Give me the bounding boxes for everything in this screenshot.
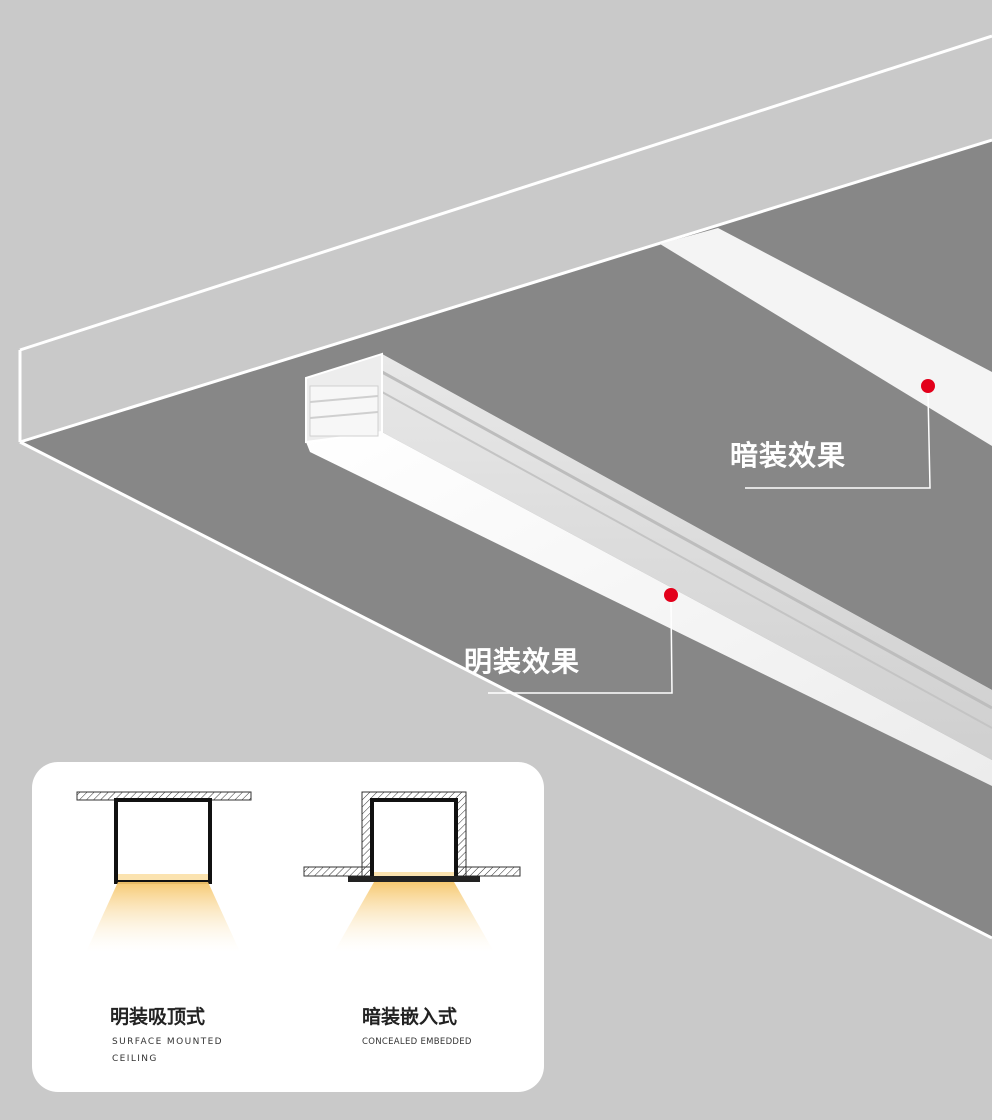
concealed-light-strip [660,228,992,446]
ceiling-slab-outline [19,34,992,352]
callout-concealed-leader [745,379,935,489]
embedded-mount-title: 暗装嵌入式 [362,1006,458,1028]
embedded-mount-diagram [303,791,521,952]
ceiling-slab-front [19,440,992,940]
embedded-mount-subtitle: CONCEALED EMBEDDED [362,1037,472,1047]
callout-surface-effect: 明装效果 [464,645,581,678]
ceiling-slab-outline-lower [19,138,992,444]
surface-mount-title: 明装吸顶式 [110,1006,206,1028]
surface-mount-subtitle-line2: CEILING [112,1054,158,1064]
surface-mount-subtitle-line1: SURFACE MOUNTED [112,1037,224,1047]
installation-diagram-panel: 明装吸顶式 SURFACE MOUNTED CEILING 暗装嵌入式 CONC… [32,762,544,1092]
callout-concealed-effect: 暗装效果 [730,439,847,472]
installation-diagrams [76,791,521,952]
callout-surface-leader [488,588,678,694]
surface-mount-diagram [76,791,252,952]
surface-profile [305,352,992,786]
